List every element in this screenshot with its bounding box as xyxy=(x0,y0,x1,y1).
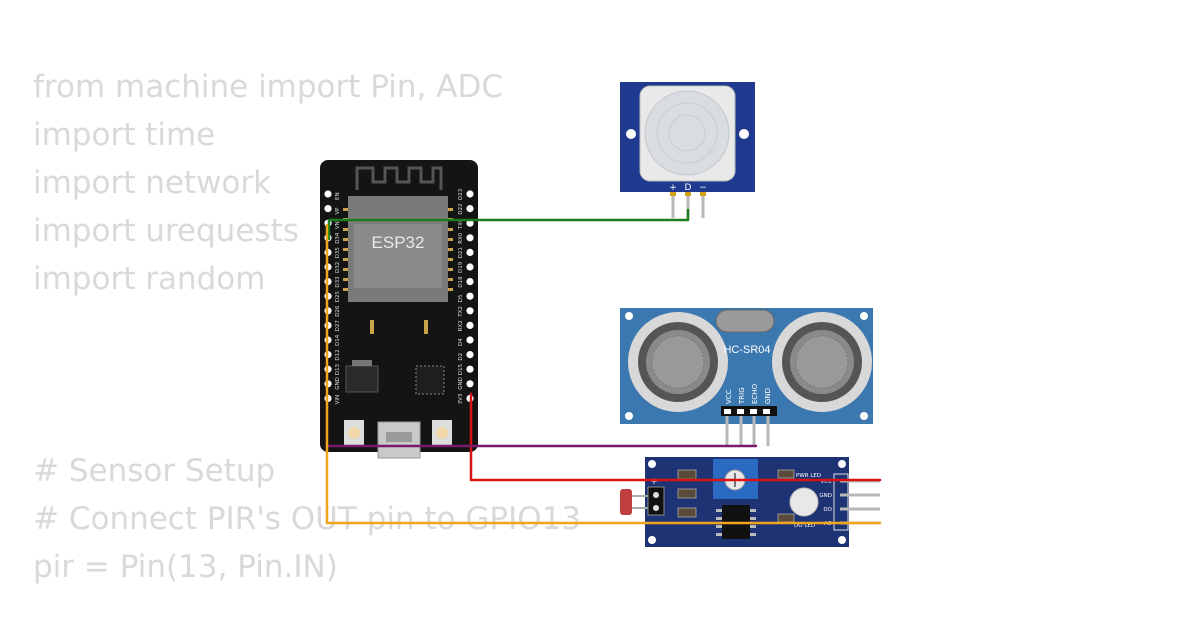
esp32-pin-d23[interactable] xyxy=(466,190,474,198)
code-line-import-time: import time xyxy=(33,117,216,153)
esp32-pin-label: 3V3 xyxy=(458,393,464,404)
esp32-pin-label: RX0 xyxy=(458,232,464,244)
esp32-board[interactable]: ESP32 ENVPVND34D35D32D33D25D26D27D14D12D… xyxy=(320,160,478,459)
esp32-pin-label: D32 xyxy=(335,262,341,273)
esp32-pin-label: D18 xyxy=(458,276,464,288)
esp32-pin-label: RX2 xyxy=(458,320,464,331)
code-line-pir-pin-setup: pir = Pin(13, Pin.IN) xyxy=(33,549,338,585)
esp32-pin-label: D25 xyxy=(335,290,341,302)
ldr-label-vcc: VCC xyxy=(821,479,833,485)
photoresistor xyxy=(620,489,632,515)
esp32-pin-d4[interactable] xyxy=(466,336,474,344)
esp32-right-pin-row[interactable] xyxy=(466,190,474,402)
esp32-pin-label: GND xyxy=(458,377,464,390)
ultrasonic-transmitter xyxy=(628,312,728,412)
code-line-pir-comment: # Connect PIR's OUT pin to GPIO13 xyxy=(33,501,582,537)
esp32-pin-label: D15 xyxy=(458,363,464,375)
ldr-label-gnd: GND xyxy=(819,493,832,499)
pir-sensor[interactable]: + D − xyxy=(620,82,755,218)
ldr-label-pwr-led: PWR LED xyxy=(796,473,821,479)
esp32-pin-d15[interactable] xyxy=(466,365,474,373)
esp32-pin-label: D14 xyxy=(335,334,341,346)
code-line-import-network: import network xyxy=(33,165,272,201)
esp32-pin-label: D5 xyxy=(458,294,464,302)
wire-pir-data[interactable] xyxy=(327,208,690,241)
ultrasonic-model-label: HC-SR04 xyxy=(723,344,770,356)
usb-uart-chip xyxy=(415,365,445,395)
esp32-pin-label: TX2 xyxy=(458,306,464,318)
esp32-pin-label: D23 xyxy=(458,188,464,200)
code-line-sensor-setup-comment: # Sensor Setup xyxy=(33,453,276,489)
esp32-pin-label: D13 xyxy=(335,363,341,375)
esp32-pin-gnd[interactable] xyxy=(466,380,474,388)
esp32-pin-d21[interactable] xyxy=(466,248,474,256)
esp32-pin-label: D33 xyxy=(335,276,341,288)
pir-pin-label-data: D xyxy=(685,183,692,193)
esp32-pin-label: VP xyxy=(335,207,341,215)
esp32-pin-d18[interactable] xyxy=(466,278,474,286)
voltage-regulator xyxy=(345,365,379,393)
sr04-label-trig: TRIG xyxy=(738,387,746,405)
power-led xyxy=(789,487,819,517)
pir-pin-label-gnd: − xyxy=(699,183,707,193)
esp32-pin-label: VN xyxy=(335,221,341,229)
light-sensor-module[interactable]: + − PWR LED VCC GND DO AO DO LED xyxy=(620,457,880,547)
code-line-import-machine: from machine import Pin, ADC xyxy=(33,69,503,105)
esp32-pin-label: D21 xyxy=(458,247,464,258)
code-line-import-random: import random xyxy=(33,261,266,297)
esp32-pin-label: D4 xyxy=(458,338,464,346)
esp32-pin-label: D35 xyxy=(335,247,341,259)
sr04-label-vcc: VCC xyxy=(725,389,733,404)
esp32-pin-label: GND xyxy=(335,377,341,390)
esp32-pin-d5[interactable] xyxy=(466,292,474,300)
esp32-pin-label: D27 xyxy=(335,320,341,332)
esp32-pin-rx0[interactable] xyxy=(466,234,474,242)
esp32-pin-d2[interactable] xyxy=(466,351,474,359)
code-line-import-urequests: import urequests xyxy=(33,213,299,249)
esp32-pin-label: D19 xyxy=(458,261,464,273)
esp32-pin-label: D26 xyxy=(335,305,341,317)
ldr-label-do: DO xyxy=(823,507,832,513)
esp32-pin-rx2[interactable] xyxy=(466,321,474,329)
esp32-chip-label: ESP32 xyxy=(372,233,425,252)
sr04-label-gnd: GND xyxy=(764,388,772,404)
pir-dome xyxy=(644,90,730,176)
sr04-label-echo: ECHO xyxy=(751,383,759,404)
pir-pin-label-vcc: + xyxy=(669,183,677,193)
ultrasonic-sensor[interactable]: HC-SR04 VCC TRIG ECHO GND xyxy=(620,308,873,446)
esp32-pin-tx0[interactable] xyxy=(466,219,474,227)
esp32-pin-label: D22 xyxy=(458,203,464,214)
esp32-pin-d22[interactable] xyxy=(466,205,474,213)
ultrasonic-receiver xyxy=(772,312,872,412)
esp32-pin-tx2[interactable] xyxy=(466,307,474,315)
esp32-pin-label: D34 xyxy=(335,232,341,244)
esp32-pin-label: EN xyxy=(335,192,341,200)
esp32-pin-label: TX0 xyxy=(458,218,464,230)
ldr-plus-mark: + xyxy=(650,477,658,487)
wire-ldr-ao[interactable] xyxy=(325,223,882,525)
esp32-pin-vp[interactable] xyxy=(324,205,332,213)
crystal-oscillator xyxy=(715,309,775,333)
esp32-pin-en[interactable] xyxy=(324,190,332,198)
esp32-pin-d19[interactable] xyxy=(466,263,474,271)
esp32-pin-label: D2 xyxy=(458,353,464,361)
esp32-pin-label: VIN xyxy=(335,395,341,405)
esp32-pin-label: D12 xyxy=(335,349,341,360)
wire-ldr-vcc[interactable] xyxy=(469,392,882,482)
ldr-label-do-led: DO LED xyxy=(794,523,815,529)
